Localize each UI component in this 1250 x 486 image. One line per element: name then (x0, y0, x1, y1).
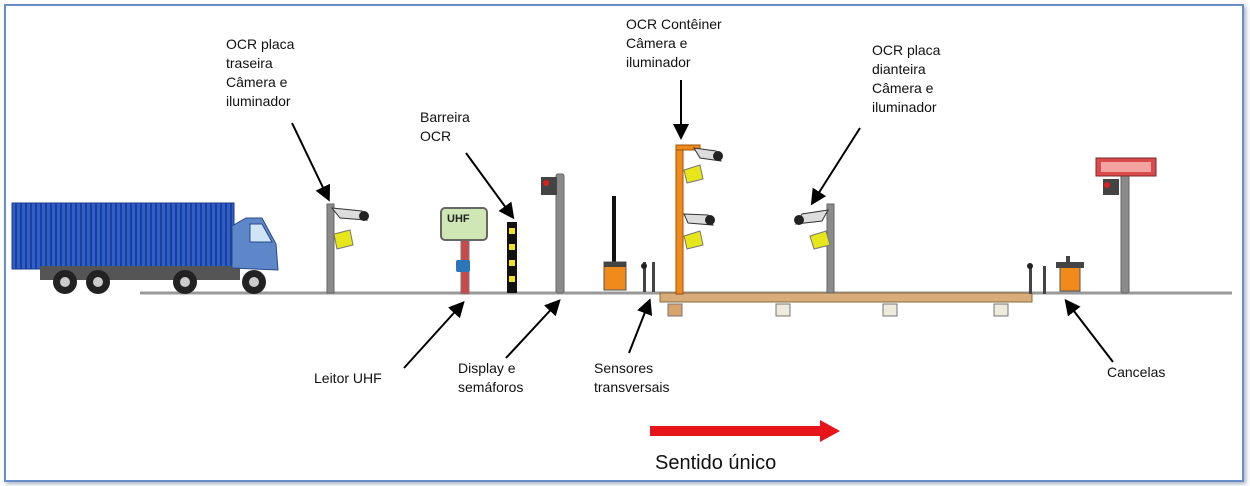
boom-gate-right (1056, 256, 1084, 292)
pointer-arrows (291, 80, 1114, 369)
ocr-barrier (507, 222, 517, 293)
uhf-reader (440, 207, 488, 295)
direction-text: Sentido único (655, 452, 777, 474)
boom-gate-left (603, 196, 627, 291)
ocr-front-pole (794, 203, 835, 294)
truck-wheels (53, 270, 266, 294)
label-ocr-barrier: Barreira OCR (420, 109, 470, 144)
ocr-rear-pole (326, 203, 369, 294)
sensor-post-left (641, 262, 655, 292)
truck (11, 202, 279, 294)
camera-icon (359, 211, 369, 221)
truck-cab (231, 217, 279, 271)
label-gates: Cancelas (1107, 364, 1166, 380)
label-sensors: Sensores transversais (594, 360, 670, 395)
arrow-barrier (465, 152, 515, 220)
traffic-light-pole (541, 173, 565, 294)
arrow-display (505, 299, 561, 359)
illuminator-icon (333, 229, 354, 250)
ocr-container-pole (675, 144, 723, 295)
label-ocr-front: OCR placa dianteira Câmera e iluminador (872, 42, 941, 115)
truck-window (249, 223, 273, 243)
arrow-ocr-front (810, 127, 861, 206)
uhf-badge-text: UHF (447, 213, 470, 225)
traffic-light-icon (543, 180, 549, 186)
label-display: Display e semáforos (458, 360, 524, 395)
label-ocr-rear: OCR placa traseira Câmera e iluminador (226, 36, 295, 109)
arrow-ocr-rear (291, 122, 331, 202)
truck-container (11, 202, 235, 270)
platform (659, 292, 1033, 317)
arrow-uhf (403, 301, 465, 369)
arrow-sensors (628, 298, 653, 354)
display-sign-pole (1095, 157, 1157, 294)
label-ocr-container: OCR Contêiner Câmera e iluminador (626, 16, 722, 70)
label-uhf-reader: Leitor UHF (314, 370, 382, 386)
arrow-gates (1064, 298, 1114, 363)
direction-arrow (650, 420, 840, 442)
sensor-post-right (1027, 263, 1046, 294)
